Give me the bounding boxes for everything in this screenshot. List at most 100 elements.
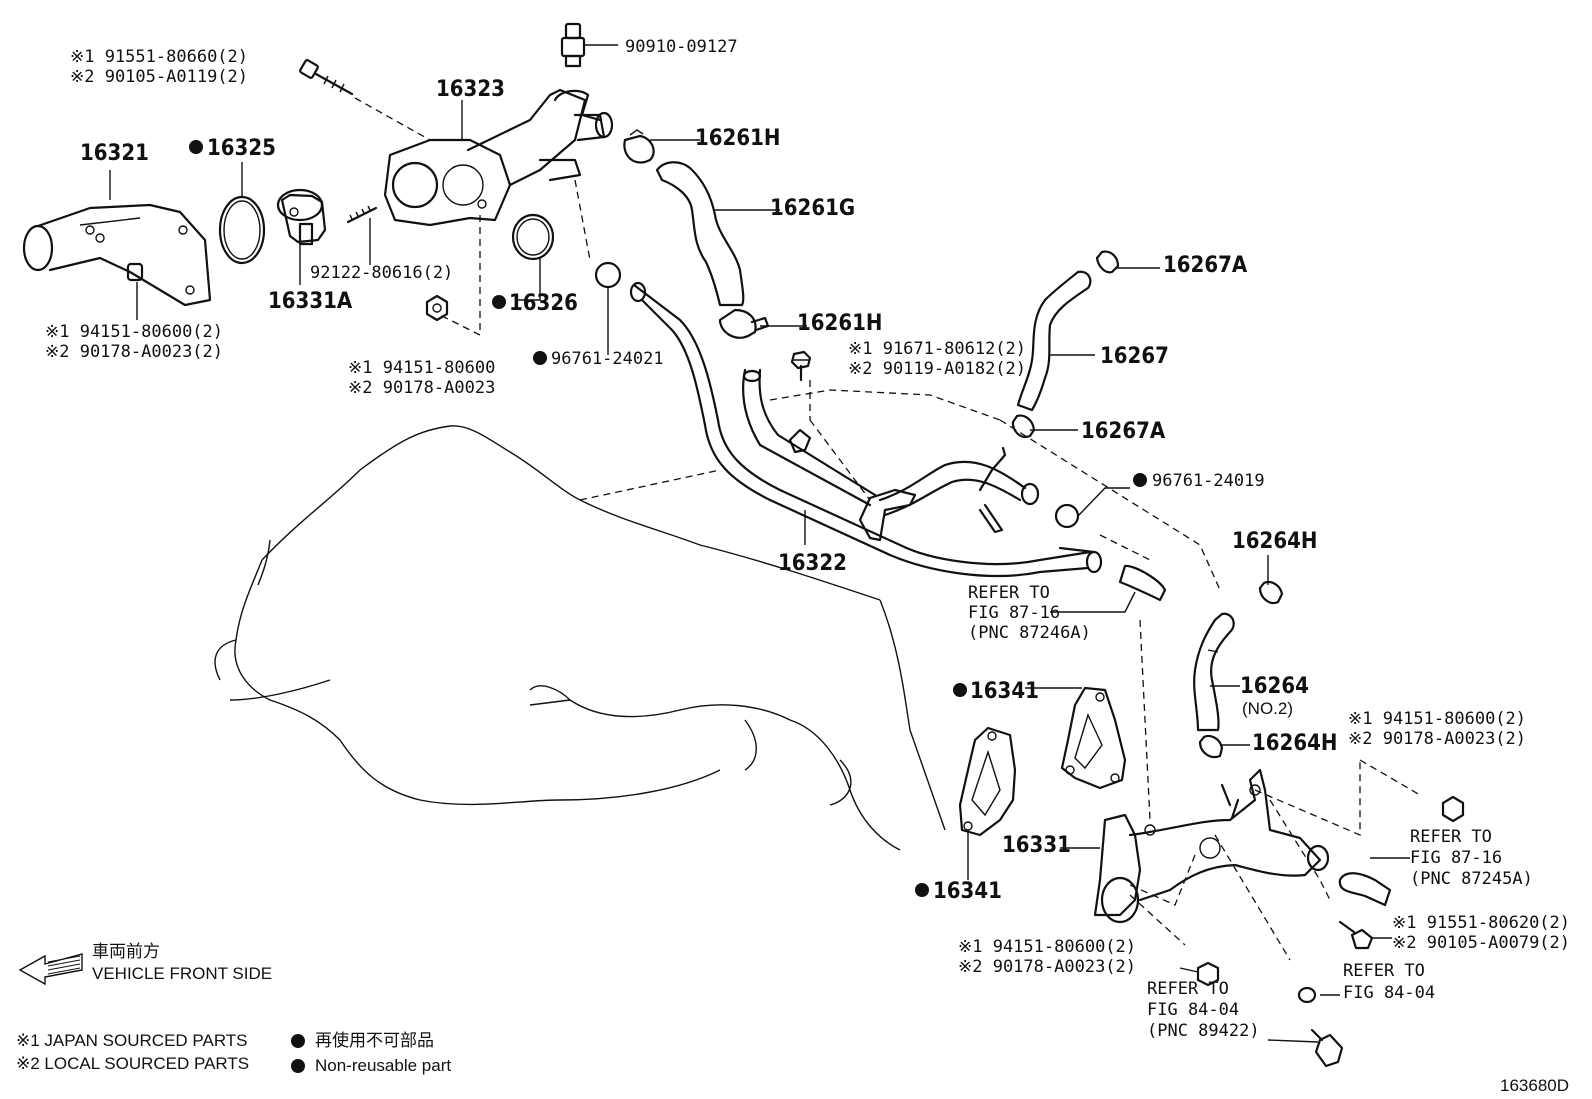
part-96761-24019-oring — [1054, 503, 1080, 529]
label-16267A-mid: 16267A — [1081, 419, 1166, 444]
legend-nonreusable-en: Non-reusable part — [315, 1056, 451, 1075]
label-16261G: 16261G — [770, 196, 855, 221]
label-90178-A0023-mid: ※2 90178-A0023 — [348, 378, 495, 398]
label-16267: 16267 — [1100, 344, 1169, 369]
leader-lines — [109, 44, 1410, 1043]
part-16341-gasket-top — [1060, 686, 1127, 790]
label-16326: 16326 — [509, 291, 578, 316]
part-16331-water-housing — [1093, 768, 1330, 924]
label-refer-87245-line1: REFER TO — [1410, 827, 1492, 847]
label-16331A: 16331A — [268, 289, 353, 314]
label-16325: 16325 — [207, 136, 276, 161]
front-arrow-icon — [18, 953, 83, 986]
legend-japan-sourced: ※1 JAPAN SOURCED PARTS — [16, 1031, 248, 1050]
label-90178-A0023-bottom: ※2 90178-A0023(2) — [958, 957, 1136, 977]
label-90105-A0119: ※2 90105-A0119(2) — [70, 67, 248, 87]
nonreusable-marker-16341-bottom — [915, 883, 929, 897]
part-94151-nut-bottom — [1196, 961, 1220, 987]
part-16321-water-inlet — [22, 203, 212, 307]
nonreusable-marker-96761-24021 — [533, 351, 547, 365]
label-96761-24021: 96761-24021 — [551, 349, 664, 369]
label-16261H-mid: 16261H — [797, 311, 882, 336]
part-91551-80660-bolt — [299, 59, 354, 96]
nonreusable-marker-16325 — [189, 140, 203, 154]
label-refer-87245-line3: (PNC 87245A) — [1410, 869, 1533, 889]
legend-nonreusable-dot-1 — [291, 1034, 305, 1048]
label-16264H-bottom: 16264H — [1252, 731, 1337, 756]
label-90910-09127: 90910-09127 — [625, 37, 738, 57]
label-16322: 16322 — [778, 551, 847, 576]
label-refer-87246-line3: (PNC 87246A) — [968, 623, 1091, 643]
part-16267A-clamp-mid — [1011, 414, 1036, 438]
label-16264H-top: 16264H — [1232, 529, 1317, 554]
hose-87246-stub — [1118, 564, 1167, 602]
label-16267A-top: 16267A — [1163, 253, 1248, 278]
part-16261H-clamp-mid — [718, 308, 770, 339]
part-16321-nut — [126, 262, 144, 282]
label-refer-87246-line2: FIG 87-16 — [968, 603, 1060, 623]
label-16341-bottom: 16341 — [933, 879, 1002, 904]
label-16261H-top: 16261H — [695, 126, 780, 151]
label-90105-A0079: ※2 90105-A0079(2) — [1392, 933, 1570, 953]
diagram-id: 163680D — [1500, 1076, 1569, 1095]
label-96761-24019: 96761-24019 — [1152, 471, 1265, 491]
part-16261G-hose — [655, 161, 745, 307]
part-16261H-clamp-top — [623, 129, 655, 164]
label-94151-80600-left: ※1 94151-80600(2) — [45, 322, 223, 342]
part-96761-24021-oring — [594, 261, 622, 289]
part-16325-gasket-inner — [223, 200, 261, 260]
label-94151-80600-bottom: ※1 94151-80600(2) — [958, 937, 1136, 957]
assembly-dashed-lines — [354, 97, 1421, 961]
nonreusable-marker-16341-top — [953, 683, 967, 697]
label-92122-80616: 92122-80616(2) — [310, 263, 453, 283]
part-16326-gasket-inner — [516, 218, 550, 256]
label-16341-top: 16341 — [970, 679, 1039, 704]
part-91671-80612-bolt — [790, 350, 812, 382]
label-refer-87245-line2: FIG 87-16 — [1410, 848, 1502, 868]
label-refer-89422-line3: (PNC 89422) — [1147, 1021, 1260, 1041]
nonreusable-marker-16326 — [492, 295, 506, 309]
label-94151-80600-mid: ※1 94151-80600 — [348, 358, 495, 378]
engine-outline — [214, 425, 946, 851]
label-refer-89422-line2: FIG 84-04 — [1147, 1000, 1239, 1020]
part-94151-80600-nut — [425, 294, 449, 322]
label-90178-A0023-right: ※2 90178-A0023(2) — [1348, 729, 1526, 749]
nonreusable-marker-96761-24019 — [1133, 473, 1147, 487]
label-90119-A0182: ※2 90119-A0182(2) — [848, 359, 1026, 379]
part-89422-sensor — [1297, 986, 1344, 1068]
label-91551-80660: ※1 91551-80660(2) — [70, 47, 248, 67]
part-91551-80620-bolt — [1338, 920, 1374, 950]
label-16323: 16323 — [436, 77, 505, 102]
part-94151-nut-right — [1441, 795, 1465, 823]
part-92122-stud — [346, 205, 378, 224]
label-refer-89422-line1: REFER TO — [1147, 979, 1229, 999]
part-16326-gasket — [511, 213, 555, 261]
label-16264-no2: (NO.2) — [1242, 699, 1293, 718]
part-16264-hose — [1193, 612, 1235, 732]
label-refer-8404-line2: FIG 84-04 — [1343, 983, 1435, 1003]
legend-nonreusable-dot-2 — [291, 1059, 305, 1073]
label-16264: 16264 — [1240, 674, 1309, 699]
label-16331: 16331 — [1002, 833, 1071, 858]
part-16323-water-outlet — [383, 88, 614, 227]
part-16325-gasket — [218, 195, 266, 265]
part-16331A-thermostat — [276, 188, 327, 246]
part-16264H-clamp-bottom — [1198, 734, 1224, 759]
part-16341-gasket-bottom — [958, 726, 1017, 837]
label-91551-80620: ※1 91551-80620(2) — [1392, 913, 1570, 933]
legend-local-sourced: ※2 LOCAL SOURCED PARTS — [16, 1054, 249, 1073]
part-16264H-clamp-top — [1258, 580, 1284, 605]
label-90178-A0023-left: ※2 90178-A0023(2) — [45, 342, 223, 362]
part-labels: 90910-09127 ※1 91551-80660(2) ※2 90105-A… — [45, 37, 1570, 1041]
legend-front-en: VEHICLE FRONT SIDE — [92, 964, 272, 983]
legend-nonreusable-jp: 再使用不可部品 — [315, 1030, 434, 1050]
part-16267-hose — [1016, 270, 1092, 412]
hose-87245-stub — [1338, 872, 1392, 907]
label-91671-80612: ※1 91671-80612(2) — [848, 339, 1026, 359]
legend-front-jp: 車両前方 — [92, 942, 160, 961]
part-16267A-clamp-top — [1095, 250, 1120, 274]
label-refer-87246-line1: REFER TO — [968, 583, 1050, 603]
label-16321: 16321 — [80, 141, 149, 166]
